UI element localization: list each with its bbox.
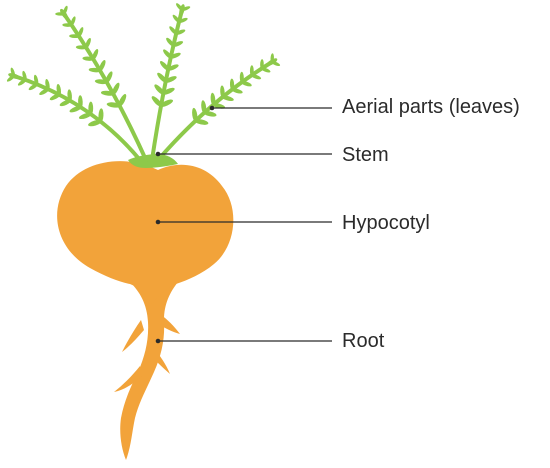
leaflet [69,34,81,39]
leaflet [33,74,39,86]
leaflet [163,49,172,59]
leaflet [49,93,61,101]
leaflet [192,107,198,123]
leaflet [172,14,180,23]
leaflet [201,100,207,114]
label-aerial-parts: Aerial parts (leaves) [342,96,520,118]
hypocotyl-shape [57,161,234,304]
leaflet [169,26,178,35]
leaflet [161,87,175,95]
leaflet [239,71,244,84]
leaflet [17,78,27,86]
leaflet [100,90,115,96]
leader-line-stem [155,151,332,157]
leaflet [69,105,82,113]
leaflet [260,67,271,73]
leaflet [39,88,50,95]
leaflet [78,112,93,120]
leaflet [22,70,27,81]
leaflet [166,37,175,47]
leaflet [85,37,91,49]
leaflet [75,45,88,50]
leaflet [118,94,127,108]
leaflet [88,119,102,127]
leaflet [231,88,243,94]
leader-line-hypocotyl [155,219,332,225]
leaflet [203,111,217,117]
leaflet [88,67,102,73]
leaflet [172,41,184,47]
leaflet [210,92,216,106]
root-shape [114,282,180,460]
leaflet-tip [266,58,278,66]
leaflet [212,103,226,109]
leaflet [88,101,94,116]
leaflet [45,79,50,91]
leaflet [250,74,262,80]
leaflet [98,60,106,72]
leaflet [111,82,120,96]
leaflet [98,108,104,123]
leaflet [249,65,254,77]
label-hypocotyl: Hypocotyl [342,212,430,234]
leaflet [260,59,264,70]
leaflet [106,102,121,108]
leaflet [160,61,170,71]
leaflet [56,83,61,96]
leaflet-tip [60,8,68,20]
leaflet [164,76,177,83]
leaflet [92,49,99,61]
leader-line-root [155,338,332,344]
leaflet [28,83,39,91]
leaves-group [6,3,281,162]
leaflet-tip [179,4,185,16]
leaflet [82,56,95,61]
label-stem: Stem [342,144,389,166]
leaflet [94,79,108,85]
leaflet [151,96,163,107]
leaflet [78,95,83,109]
leaflet [220,85,225,99]
leader-line-aerial [209,105,332,111]
leaflet [169,52,181,59]
leaflet [70,16,76,27]
leaflet [194,119,209,125]
leaflet [229,78,235,91]
leaflet [105,71,113,84]
leaflet [240,81,252,87]
leaflet [166,64,179,71]
leaflet [59,99,72,107]
leaflet [67,89,72,102]
leaflet [77,27,84,38]
leaflet [175,29,186,35]
leaflet-tip [8,73,20,79]
leaflet [157,72,167,83]
leaflet [159,99,174,108]
leaflet [221,95,234,102]
leaflet [62,23,73,27]
leaflet [154,84,165,95]
leaflet [177,17,188,23]
label-root: Root [342,330,385,352]
